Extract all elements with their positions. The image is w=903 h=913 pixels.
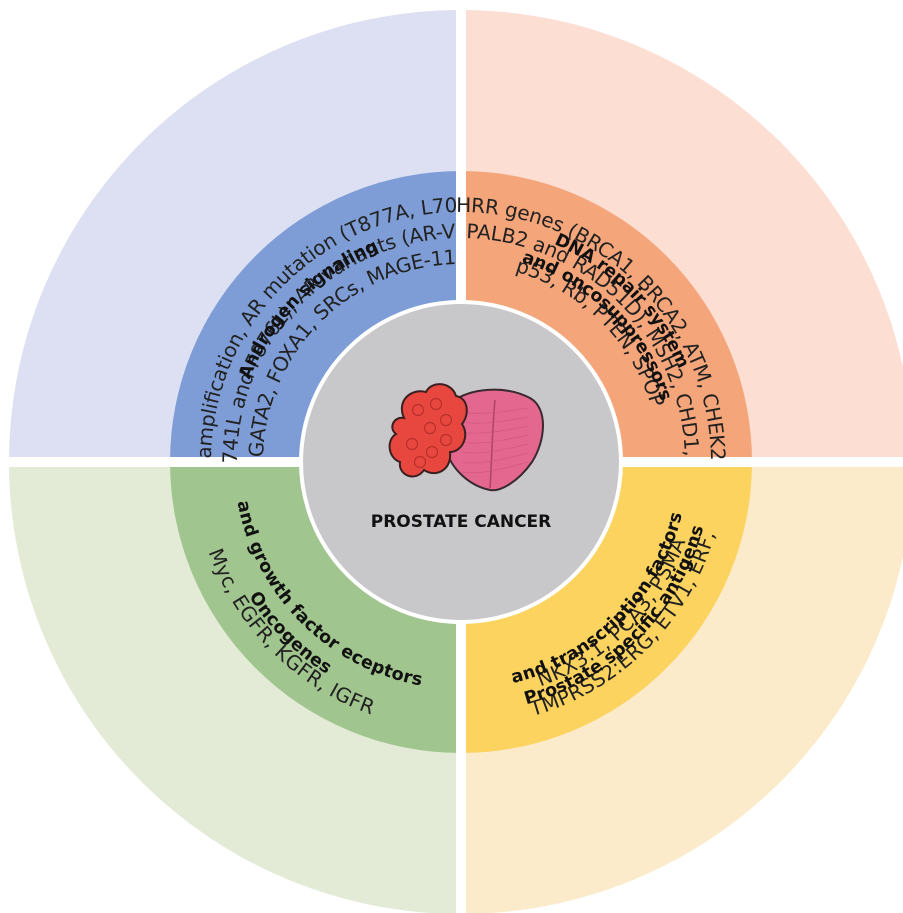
center-label: PROSTATE CANCER xyxy=(371,512,552,532)
prostate-gland-icon xyxy=(388,383,544,492)
